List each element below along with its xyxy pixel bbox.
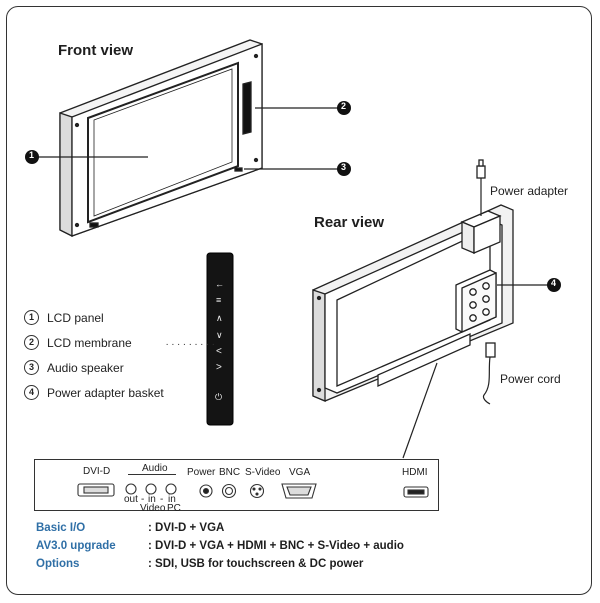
callout-number-1: 1 xyxy=(29,150,35,160)
io-pc-label: PC xyxy=(167,503,181,514)
io-vga-label: VGA xyxy=(289,467,311,478)
spec-key: Basic I/O xyxy=(36,522,86,534)
back-arrow-icon: ← xyxy=(215,279,224,289)
legend-text: LCD panel xyxy=(47,310,104,325)
io-bnc-label: BNC xyxy=(219,467,241,478)
front-monitor xyxy=(59,39,263,238)
left-icon: < xyxy=(216,346,222,357)
callout-circles xyxy=(25,101,561,292)
io-panel xyxy=(34,459,439,511)
callout-number-4: 4 xyxy=(551,278,557,288)
legend-item: 4 Power adapter basket xyxy=(24,380,218,405)
io-video-label: Video xyxy=(140,503,166,514)
front-callout-lines xyxy=(34,107,340,170)
right-icon: > xyxy=(216,362,222,373)
legend-text: LCD membrane xyxy=(47,335,132,350)
io-dash-label: - xyxy=(160,494,164,505)
legend: 1 LCD panel 2 LCD membrane ......... 3 A… xyxy=(24,305,218,405)
legend-text: Audio speaker xyxy=(47,360,124,375)
rear-view-title: Rear view xyxy=(314,214,385,231)
down-icon: ∨ xyxy=(216,330,223,340)
io-audio-in-video-label: in xyxy=(148,494,156,505)
diagram-frame xyxy=(6,6,592,595)
spec-key: AV3.0 upgrade xyxy=(36,540,116,552)
legend-item: 3 Audio speaker xyxy=(24,355,218,380)
io-hdmi-label: HDMI xyxy=(402,467,428,478)
spec-value: : SDI, USB for touchscreen & DC power xyxy=(148,558,364,570)
io-power-label: Power xyxy=(187,467,216,478)
audio-bracket xyxy=(128,474,176,475)
up-icon: ∧ xyxy=(216,313,223,323)
lcd-membrane-bar xyxy=(206,252,234,426)
legend-number: 2 xyxy=(24,335,39,350)
io-dvi-label: DVI-D xyxy=(83,466,111,477)
io-connectors xyxy=(77,483,429,499)
power-cord-label: Power cord xyxy=(500,372,561,386)
power-adapter-label: Power adapter xyxy=(490,184,569,198)
front-view-title: Front view xyxy=(58,42,134,59)
spec-value: : DVI-D + VGA xyxy=(148,522,225,534)
menu-icon: ≡ xyxy=(216,295,222,305)
io-svideo-label: S-Video xyxy=(245,467,281,478)
callout-number-3: 3 xyxy=(341,162,347,172)
legend-item: 2 LCD membrane ......... xyxy=(24,330,218,355)
spec-value: : DVI-D + VGA + HDMI + BNC + S-Video + a… xyxy=(148,540,404,552)
rear-monitor xyxy=(312,159,514,405)
power-icon: ⏻ xyxy=(215,392,223,402)
io-audio-in-pc-label: in xyxy=(168,494,176,505)
legend-text: Power adapter basket xyxy=(47,385,164,400)
io-audio-label: Audio xyxy=(142,463,168,474)
spec-key: Options xyxy=(36,558,80,570)
io-audio-out-label: out xyxy=(124,494,138,505)
io-dash-label: - xyxy=(141,494,145,505)
leader-dots: ......... xyxy=(165,337,218,348)
legend-number: 3 xyxy=(24,360,39,375)
legend-item: 1 LCD panel xyxy=(24,305,218,330)
rear-callout-lines xyxy=(402,284,548,459)
callout-number-2: 2 xyxy=(341,101,347,111)
legend-number: 4 xyxy=(24,385,39,400)
legend-number: 1 xyxy=(24,310,39,325)
